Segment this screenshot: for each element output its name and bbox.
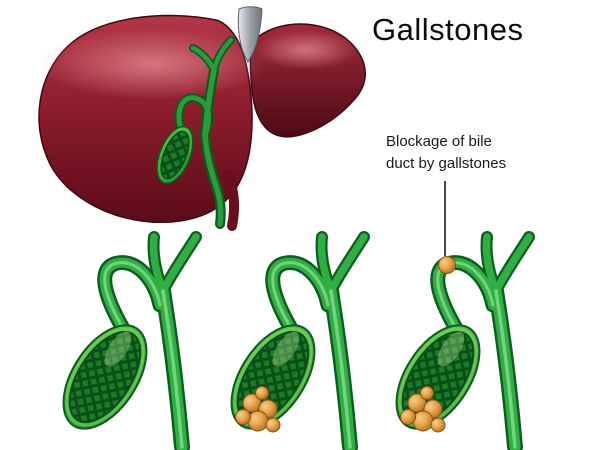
gallbladder-with-gallstones [230, 231, 370, 450]
bile-duct-tree [174, 36, 235, 229]
gallbladder-normal [62, 231, 202, 450]
liver-highlight-right [254, 30, 358, 70]
gallbladder-sac [62, 324, 148, 430]
common-duct-stub [223, 169, 240, 231]
gallbladder-with-bile-duct-blockage [395, 231, 535, 450]
liver-illustration [18, 6, 378, 241]
annotation-line-2: duct by gallstones [386, 154, 507, 172]
duct-blocking-stone [438, 256, 456, 274]
bile-duct [265, 231, 370, 450]
annotation-blockage: Blockage of bile duct by gallstones [386, 131, 506, 175]
gallbladder-sac-small [156, 125, 194, 185]
gallstones-cluster [235, 386, 281, 433]
bile-duct [97, 231, 202, 450]
annotation-pointer-line [444, 181, 446, 256]
page-title: Gallstones [372, 12, 524, 47]
falciform-ligament [237, 6, 263, 63]
annotation-line-1: Blockage of bile [386, 133, 492, 150]
gallstones-cluster [400, 386, 446, 433]
liver-svg [38, 6, 366, 231]
